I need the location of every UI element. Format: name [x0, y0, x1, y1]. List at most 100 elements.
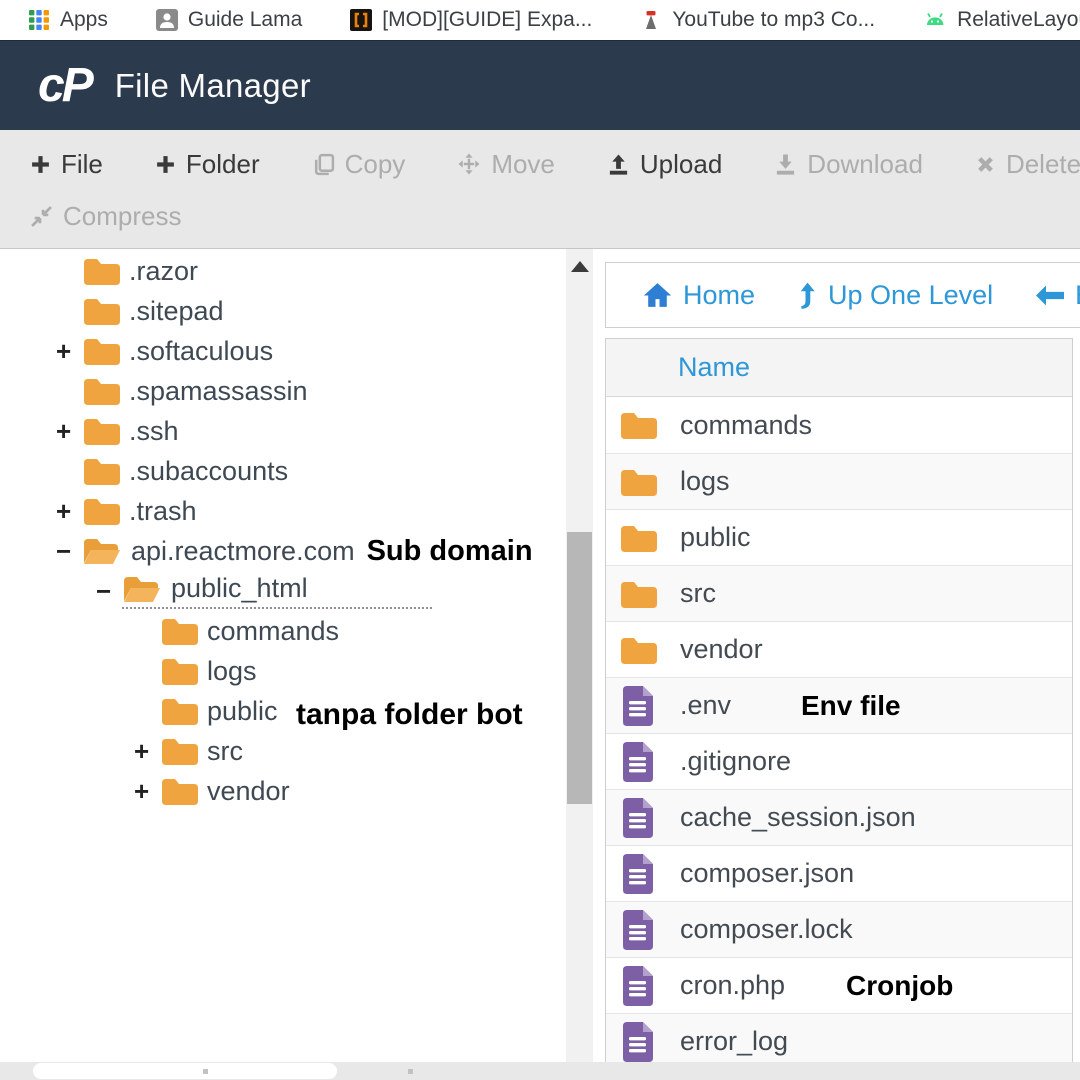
tree-item-label: public: [207, 695, 278, 726]
tree-expander-icon[interactable]: +: [134, 735, 150, 766]
folder-closed-icon: [618, 635, 658, 665]
file-row-src[interactable]: src: [606, 565, 1072, 621]
folder-closed-icon: [160, 616, 198, 646]
tree-expander-icon[interactable]: +: [134, 775, 150, 806]
mod-guide-icon: [350, 9, 373, 31]
tree-item-label: .ssh: [129, 415, 179, 446]
download-button: Download: [774, 149, 923, 180]
folder-open-icon: [122, 574, 162, 604]
tree-item-api-reactmore-com[interactable]: − api.reactmore.com Sub domain: [0, 531, 566, 571]
tree-item-body[interactable]: vendor: [160, 776, 290, 807]
back-arrow-icon: [1035, 284, 1065, 307]
tree-scrollbar-thumb[interactable]: [567, 532, 592, 804]
tree-item-body[interactable]: public_html: [122, 573, 432, 609]
file-row-vendor[interactable]: vendor: [606, 621, 1072, 677]
tree-item-trash[interactable]: + .trash: [0, 491, 566, 531]
tree-item-label: .softaculous: [129, 335, 274, 366]
strip-dot: [203, 1069, 208, 1074]
tree-item-body[interactable]: public: [160, 696, 278, 727]
tree-item-public[interactable]: public: [0, 691, 566, 731]
tree-item-body[interactable]: .ssh: [82, 416, 179, 447]
bookmark-label: YouTube to mp3 Co...: [672, 8, 876, 31]
tree-item-body[interactable]: .spamassassin: [82, 376, 308, 407]
bookmark-label: Apps: [60, 8, 108, 31]
tree-item-public-html[interactable]: − public_html: [0, 571, 566, 611]
bottom-strip: [0, 1062, 1080, 1080]
upload-icon: [607, 153, 630, 176]
bookmark-apps[interactable]: Apps: [28, 8, 108, 32]
file-row-error-log[interactable]: error_log: [606, 1013, 1072, 1062]
tree-item-razor[interactable]: .razor: [0, 251, 566, 291]
tree-expander-icon[interactable]: +: [56, 415, 72, 446]
file-row-composer-json[interactable]: composer.json: [606, 845, 1072, 901]
toolbar-button-label: Upload: [639, 148, 723, 179]
annotation-sub-domain: Sub domain: [366, 534, 533, 567]
tree-item-body[interactable]: .subaccounts: [82, 456, 288, 487]
upload-button[interactable]: Upload: [607, 149, 722, 180]
scroll-up-arrow-icon[interactable]: [571, 261, 589, 272]
nav-bac-link[interactable]: Bac: [1035, 280, 1080, 311]
folder-button[interactable]: Folder: [155, 149, 260, 180]
tree-item-body[interactable]: api.reactmore.com: [82, 536, 355, 567]
tree-item-logs[interactable]: logs: [0, 651, 566, 691]
folder-closed-icon: [618, 523, 658, 553]
compress-button: Compress: [30, 201, 181, 232]
toolbar-button-label: Folder: [185, 148, 260, 179]
file-name: composer.json: [680, 858, 855, 888]
tree-item-softaculous[interactable]: + .softaculous: [0, 331, 566, 371]
folder-closed-icon: [82, 256, 120, 286]
folder-closed-icon: [618, 410, 658, 440]
tree-item-ssh[interactable]: + .ssh: [0, 411, 566, 451]
tree-expander-icon[interactable]: −: [96, 575, 112, 606]
copy-button: Copy: [312, 149, 405, 180]
tree-item-label: .subaccounts: [129, 455, 289, 486]
delete-icon: [975, 154, 996, 175]
tree-item-body[interactable]: .sitepad: [82, 296, 224, 327]
tree-item-body[interactable]: .trash: [82, 496, 197, 527]
bottom-strip-box: [33, 1063, 337, 1079]
nav-home-link[interactable]: Home: [642, 280, 755, 311]
tree-item-sitepad[interactable]: .sitepad: [0, 291, 566, 331]
file-row-composer-lock[interactable]: composer.lock: [606, 901, 1072, 957]
tree-item-vendor[interactable]: + vendor: [0, 771, 566, 811]
file-row-logs[interactable]: logs: [606, 453, 1072, 509]
person-bookmark-icon: [155, 9, 178, 31]
file-row-commands[interactable]: commands: [606, 397, 1072, 453]
tree-item-subaccounts[interactable]: .subaccounts: [0, 451, 566, 491]
tree-item-body[interactable]: .razor: [82, 256, 198, 287]
file-row-gitignore[interactable]: .gitignore: [606, 733, 1072, 789]
tree-item-body[interactable]: .softaculous: [82, 336, 273, 367]
tree-scrollbar[interactable]: [566, 249, 593, 1062]
tree-item-src[interactable]: + src: [0, 731, 566, 771]
tree-item-body[interactable]: logs: [160, 656, 257, 687]
tree-item-label: public_html: [171, 573, 308, 603]
tree-item-body[interactable]: commands: [160, 616, 339, 647]
file-row-public[interactable]: public: [606, 509, 1072, 565]
tree-expander-icon[interactable]: −: [56, 535, 72, 566]
column-header-name[interactable]: Name: [606, 339, 1072, 397]
toolbar-button-label: File: [61, 148, 103, 179]
file-row-cache-session-json[interactable]: cache_session.json: [606, 789, 1072, 845]
nav-up-one-level-link[interactable]: Up One Level: [797, 280, 993, 311]
toolbar-button-label: Move: [491, 148, 555, 179]
bookmark-mod-guide-expa[interactable]: [MOD][GUIDE] Expa...: [350, 8, 592, 32]
tree-item-body[interactable]: src: [160, 736, 243, 767]
tree-expander-icon[interactable]: +: [56, 495, 72, 526]
file-button[interactable]: File: [30, 149, 103, 180]
folder-closed-icon: [82, 336, 120, 366]
file-icon: [618, 964, 658, 1008]
tree-expander-icon[interactable]: +: [56, 335, 72, 366]
tree-item-label: commands: [207, 615, 340, 646]
tree-item-spamassassin[interactable]: .spamassassin: [0, 371, 566, 411]
nav-link-label: Bac: [1075, 280, 1080, 311]
bookmark-youtube-to-mp3-co[interactable]: YouTube to mp3 Co...: [640, 8, 875, 32]
directory-tree: .razor .sitepad + .softaculous .spamassassin…: [0, 249, 566, 811]
bookmark-guide-lama[interactable]: Guide Lama: [155, 8, 302, 32]
tree-item-commands[interactable]: commands: [0, 611, 566, 651]
bookmark-relativelayout-l[interactable]: RelativeLayout.L: [923, 8, 1080, 32]
folder-closed-icon: [618, 579, 658, 609]
android-icon: [923, 9, 947, 31]
